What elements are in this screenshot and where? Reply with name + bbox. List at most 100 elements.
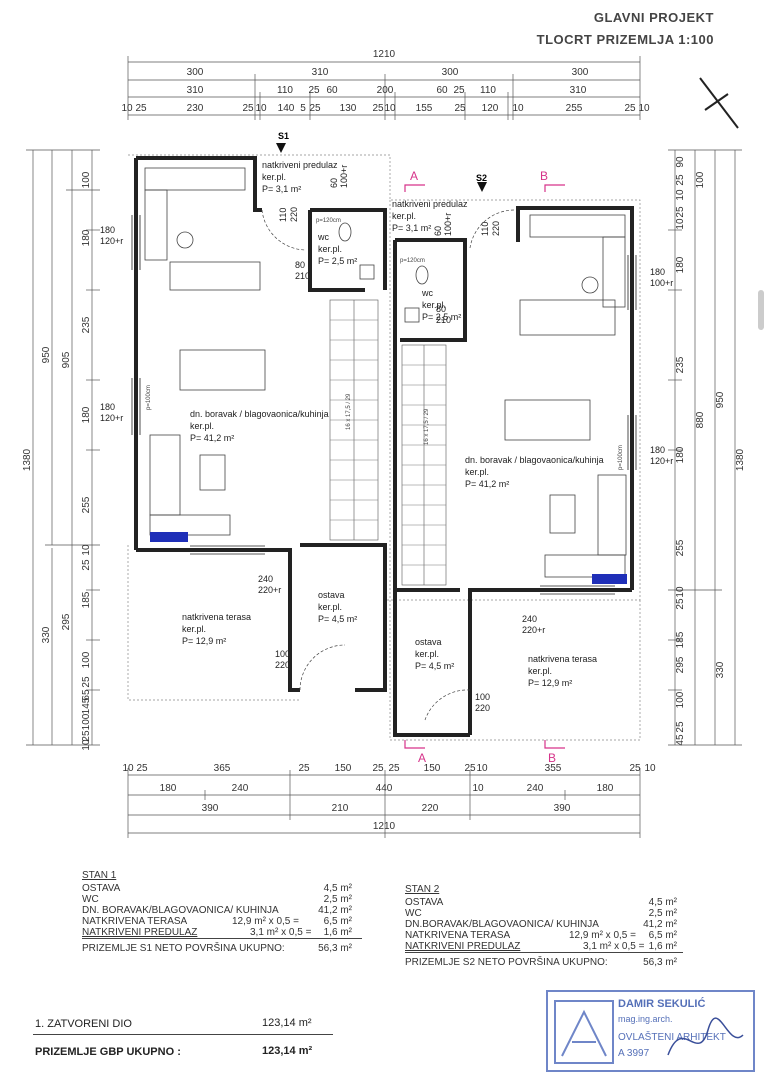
roof-outline	[127, 154, 641, 741]
door-swings	[261, 209, 516, 721]
heater-unit-2-icon	[592, 574, 627, 584]
door-60-2: 60	[433, 226, 443, 236]
svg-text:25: 25	[242, 103, 254, 114]
svg-text:10: 10	[384, 103, 396, 114]
north-arrow-icon	[699, 77, 739, 129]
svg-text:10: 10	[81, 739, 92, 751]
svg-text:300: 300	[572, 67, 589, 78]
svg-text:295: 295	[61, 613, 72, 630]
svg-text:390: 390	[554, 803, 571, 814]
signature-icon	[667, 1017, 744, 1056]
svg-text:300: 300	[442, 67, 459, 78]
windows	[131, 215, 637, 595]
project-title: GLAVNI PROJEKT	[593, 10, 714, 25]
svg-text:25: 25	[675, 174, 686, 186]
section-a-bottom: A	[418, 751, 426, 765]
svg-text:100: 100	[81, 651, 92, 668]
svg-text:10: 10	[512, 103, 524, 114]
stair-treads	[330, 319, 446, 566]
svg-text:25: 25	[675, 598, 686, 610]
svg-text:235: 235	[675, 356, 686, 373]
svg-text:140: 140	[278, 103, 295, 114]
svg-text:390: 390	[202, 803, 219, 814]
stair-note-1: 16 x 17,5 / 29	[346, 393, 352, 430]
door-220-1: 220	[289, 207, 299, 222]
stan2-total-label: PRIZEMLJE S2 NETO POVRŠINA UKUPNO:	[405, 957, 608, 968]
svg-text:25: 25	[464, 763, 476, 774]
svg-text:25: 25	[372, 103, 384, 114]
svg-text:150: 150	[424, 763, 441, 774]
svg-text:25: 25	[298, 763, 310, 774]
right-dimensions	[668, 149, 742, 746]
svg-text:180: 180	[675, 446, 686, 463]
svg-text:10: 10	[675, 218, 686, 230]
svg-text:120: 120	[482, 103, 499, 114]
stan1-total-label: PRIZEMLJE S1 NETO POVRŠINA UKUPNO:	[82, 943, 285, 954]
svg-text:10: 10	[675, 189, 686, 201]
svg-text:240: 240	[527, 783, 544, 794]
svg-text:65: 65	[81, 689, 92, 701]
svg-text:60: 60	[326, 85, 338, 96]
top-dimension-text: 1210 300 310 300 300 310 110 25 60 200 6…	[121, 49, 650, 114]
svg-text:180: 180	[160, 783, 177, 794]
svg-text:25: 25	[309, 103, 321, 114]
walls-unit-1	[134, 156, 387, 692]
svg-text:25: 25	[675, 206, 686, 218]
svg-text:25: 25	[454, 103, 466, 114]
totals-divider	[33, 1034, 333, 1035]
left-dimension-text: 1380 950 905 330 295 100 180 235 180 255…	[22, 171, 92, 750]
stamp-name: DAMIR SEKULIĆ	[618, 998, 706, 1010]
svg-text:100: 100	[675, 691, 686, 708]
stan2-title: STAN 2	[405, 884, 440, 895]
walls-unit-2	[393, 206, 634, 737]
svg-text:100: 100	[81, 171, 92, 188]
svg-text:180: 180	[675, 256, 686, 273]
svg-text:110: 110	[277, 85, 293, 96]
svg-text:10: 10	[476, 763, 488, 774]
stamp-logo-icon	[554, 1000, 614, 1064]
floor-plan: 1210 300 310 300 300 310 110 25 60 200 6…	[22, 49, 746, 838]
svg-text:950: 950	[715, 391, 726, 408]
svg-text:235: 235	[81, 316, 92, 333]
svg-text:185: 185	[81, 591, 92, 608]
svg-text:180: 180	[597, 783, 614, 794]
svg-text:90: 90	[675, 156, 686, 168]
left-dimensions	[26, 149, 100, 746]
svg-text:255: 255	[81, 496, 92, 513]
sill-note-2: p=120cm	[400, 258, 425, 264]
svg-text:310: 310	[312, 67, 329, 78]
svg-text:1380: 1380	[735, 448, 746, 471]
sill-note-1: p=120cm	[316, 218, 341, 224]
scrollbar-thumb[interactable]	[758, 290, 764, 330]
right-dimension-text: 1380 950 880 330 295 90 25 10 100 25 10 …	[675, 156, 746, 746]
dim-bottom-total: 1210	[373, 821, 396, 832]
svg-text:310: 310	[187, 85, 204, 96]
svg-text:60: 60	[436, 85, 448, 96]
entry-s2-icon	[477, 182, 487, 192]
svg-text:25: 25	[624, 103, 636, 114]
svg-text:25: 25	[81, 559, 92, 571]
svg-text:10: 10	[472, 783, 484, 794]
door-100r-1: 100+r	[339, 165, 349, 188]
svg-text:240: 240	[232, 783, 249, 794]
svg-text:310: 310	[570, 85, 587, 96]
bottom-dimensions	[127, 768, 641, 838]
stan2-total-value: 56,3 m²	[643, 957, 677, 968]
svg-text:330: 330	[41, 626, 52, 643]
svg-text:25: 25	[372, 763, 384, 774]
svg-text:355: 355	[545, 763, 562, 774]
svg-text:180: 180	[81, 406, 92, 423]
svg-text:25: 25	[135, 103, 147, 114]
